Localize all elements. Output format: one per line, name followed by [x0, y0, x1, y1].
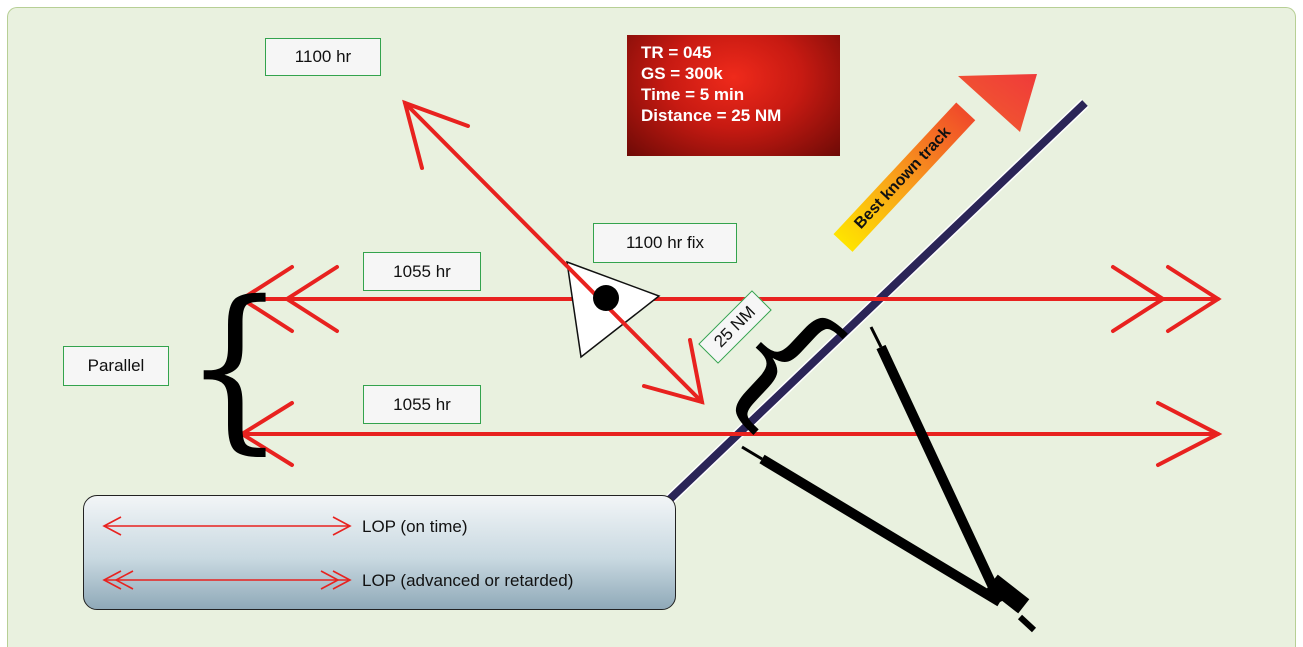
parallel-brace: {	[183, 263, 286, 470]
info-track: TR = 045	[641, 43, 712, 62]
info-time: Time = 5 min	[641, 85, 745, 104]
fix-triangle	[566, 260, 661, 359]
info-groundspeed: GS = 300k	[641, 64, 723, 83]
label-parallel: Parallel	[63, 346, 169, 386]
best-track-arrowhead-shape	[958, 74, 1037, 132]
info-box: TR = 045 GS = 300k Time = 5 min Distance…	[627, 35, 840, 156]
lop-advanced-line	[238, 265, 1222, 333]
legend-label-advanced: LOP (advanced or retarded)	[362, 571, 574, 590]
info-distance: Distance = 25 NM	[641, 106, 782, 125]
legend-box	[83, 495, 676, 610]
lop-1100-line	[402, 99, 705, 405]
label-1100-hr: 1100 hr	[265, 38, 381, 76]
dividers-icon	[741, 326, 1037, 633]
label-1055-hr-upper: 1055 hr	[363, 252, 481, 291]
legend-label-on-time: LOP (on time)	[362, 517, 468, 536]
label-1100-hr-fix: 1100 hr fix	[593, 223, 737, 263]
lop-on-time-line	[238, 401, 1223, 467]
label-1055-hr-lower: 1055 hr	[363, 385, 481, 424]
fix-dot	[593, 285, 619, 311]
